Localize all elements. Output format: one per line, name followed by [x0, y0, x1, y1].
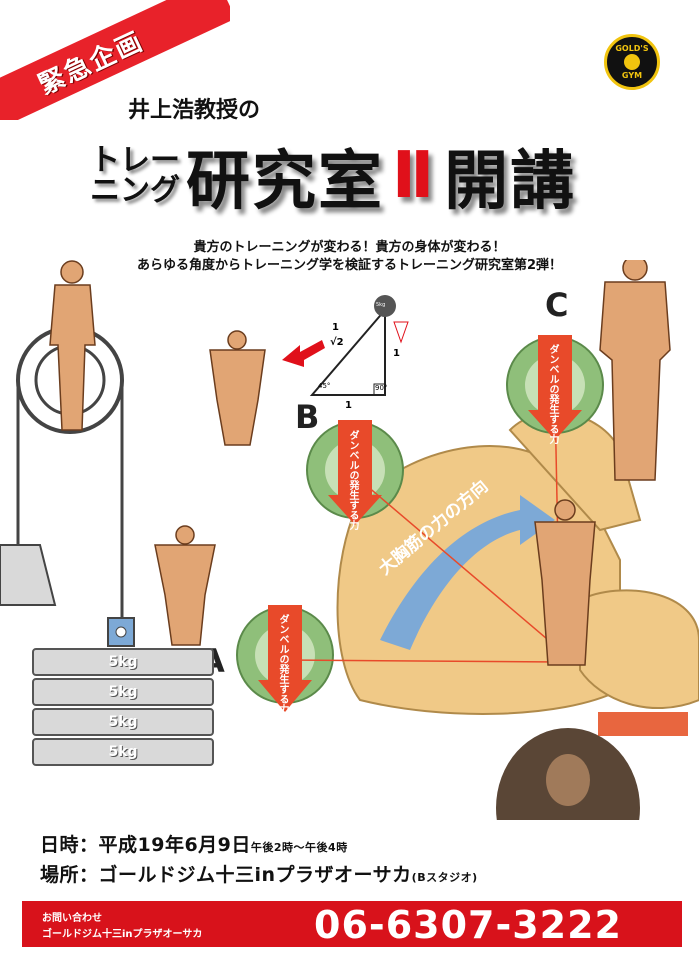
- event-place: 場所：ゴールドジム十三inプラザオーサカ(Bスタジオ): [40, 864, 478, 886]
- event-date: 日時：平成19年6月9日午後2時〜午後4時: [40, 834, 348, 856]
- tagline-1: 貴方のトレーニングが変わる！貴方の身体が変わる！: [193, 240, 506, 255]
- triangle-frac: 1: [332, 322, 339, 333]
- contact-footer: お問い合わせ ゴールドジム十三inプラザオーサカ 06-6307-3222: [22, 901, 682, 947]
- force-label-b: ダンベルの発生する力: [347, 430, 358, 530]
- figure-pose-right: [599, 260, 671, 481]
- pec-arrow: [380, 495, 555, 650]
- force-circle-b: [306, 420, 404, 525]
- title-end: 開講: [444, 145, 577, 219]
- pulley-system: [0, 326, 135, 647]
- urgent-badge: 緊急企画: [33, 26, 149, 101]
- angle-90: 90°: [375, 384, 388, 392]
- figure-center: [534, 499, 596, 666]
- title-main: 研究室: [186, 145, 384, 219]
- triangle-weight: 5kg: [376, 302, 386, 308]
- weight-plate: 5kg: [32, 738, 214, 766]
- weight-plate: 5kg: [32, 708, 214, 736]
- figure-double-bi-2: [154, 525, 216, 646]
- triangle-side: 1: [393, 348, 400, 359]
- contact-name: ゴールドジム十三inプラザオーサカ: [42, 929, 203, 940]
- phone-number[interactable]: 06-6307-3222: [314, 903, 622, 947]
- title-small-2: ニング: [90, 173, 180, 208]
- triangle-base: 1: [345, 400, 352, 411]
- contact-label: お問い合わせ: [42, 913, 102, 924]
- tagline-2: あらゆる角度からトレーニング学を検証するトレーニング研究室第2弾！: [136, 258, 563, 273]
- golds-gym-logo: GOLD'S GYM: [604, 34, 660, 90]
- triangle-diagram: [282, 295, 409, 396]
- triangle-sqrt: √2: [330, 337, 344, 348]
- bodybuilder-figures: [49, 260, 671, 666]
- force-circle-a: [236, 605, 334, 712]
- title-block: トレー ニング 研究室 Ⅱ 開講: [90, 130, 576, 222]
- logo-figure-icon: [624, 54, 640, 70]
- figure-pulley: [49, 260, 96, 431]
- angle-45: 45°: [318, 382, 331, 390]
- weight-plate: 5kg: [32, 648, 214, 676]
- professor-name: 井上浩教授の: [128, 98, 261, 123]
- title-small-1: トレー: [90, 143, 180, 178]
- weight-plate: 5kg: [32, 678, 214, 706]
- title-numeral: Ⅱ: [392, 139, 437, 213]
- label-b: B: [295, 398, 320, 436]
- figure-double-bi-1: [209, 330, 266, 446]
- label-c: C: [545, 286, 569, 324]
- diagram-illustration: [0, 260, 699, 820]
- force-label-c: ダンベルの発生する力: [547, 344, 558, 444]
- force-label-a: ダンベルの発生する力: [277, 614, 288, 714]
